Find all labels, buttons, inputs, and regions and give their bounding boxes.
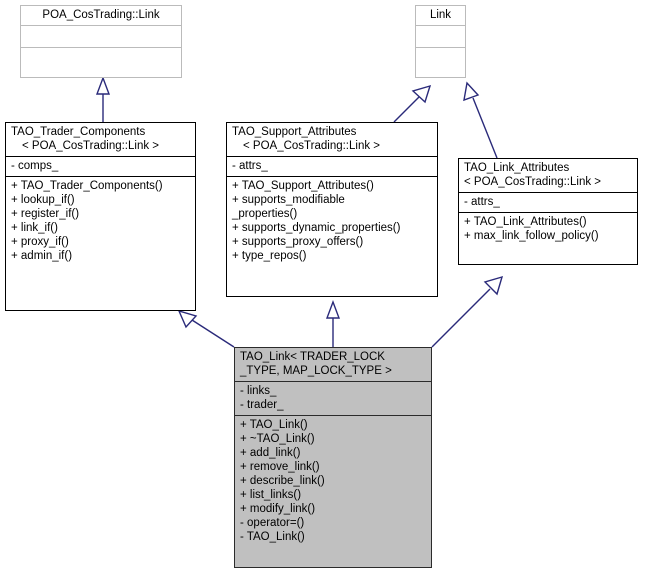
class-name-compartment: TAO_Trader_Components < POA_CosTrading::… [6,123,195,156]
operation-item: + modify_link() [240,503,316,515]
attribute-item: - attrs_ [464,196,500,208]
class-node-tao-trader-components[interactable]: TAO_Trader_Components < POA_CosTrading::… [5,122,196,311]
attributes-compartment: - attrs_ [227,156,437,176]
class-name: TAO_Trader_Components [11,126,146,138]
edge-tao-link-to-link-attributes [431,275,504,348]
operations-compartment [416,47,465,69]
class-name-compartment: TAO_Support_Attributes < POA_CosTrading:… [227,123,437,156]
attribute-item: - comps_ [11,160,59,172]
class-node-tao-link[interactable]: TAO_Link< TRADER_LOCK _TYPE, MAP_LOCK_TY… [234,347,432,568]
operation-item: + TAO_Link() [240,419,308,431]
attributes-compartment: - comps_ [6,156,195,176]
edge-tao-link-to-trader-components [177,309,235,348]
class-node-tao-support-attributes[interactable]: TAO_Support_Attributes < POA_CosTrading:… [226,122,438,297]
class-name-compartment: TAO_Link_Attributes < POA_CosTrading::Li… [459,159,637,192]
attributes-compartment [416,25,465,47]
attribute-item: - attrs_ [232,160,268,172]
class-template-params: < POA_CosTrading::Link > [464,176,602,188]
edge-trader-components-to-poa [95,76,111,122]
operations-compartment: + TAO_Link() + ~TAO_Link() + add_link() … [235,415,431,547]
operations-compartment [21,47,181,69]
operation-item: _properties() [232,208,298,220]
class-node-poa-costrading-link[interactable]: POA_CosTrading::Link [20,5,182,78]
class-name: TAO_Link< TRADER_LOCK [240,351,385,363]
operation-item: - operator=() [240,517,305,529]
operation-item: + add_link() [240,447,301,459]
operation-item: + admin_if() [11,250,73,262]
operation-item: + TAO_Link_Attributes() [464,216,587,228]
operation-item: + type_repos() [232,250,307,262]
class-node-tao-link-attributes[interactable]: TAO_Link_Attributes < POA_CosTrading::Li… [458,158,638,265]
operation-item: + lookup_if() [11,194,75,206]
operations-compartment: + TAO_Support_Attributes() + supports_mo… [227,176,437,266]
operation-item: + remove_link() [240,461,320,473]
class-name: TAO_Link_Attributes [464,162,570,174]
operations-compartment: + TAO_Link_Attributes() + max_link_follo… [459,212,637,246]
class-name-compartment: TAO_Link< TRADER_LOCK _TYPE, MAP_LOCK_TY… [235,348,431,381]
operation-item: + list_links() [240,489,302,501]
attributes-compartment: - attrs_ [459,192,637,212]
operation-item: + describe_link() [240,475,325,487]
operation-item: + TAO_Trader_Components() [11,180,163,192]
edge-support-attributes-to-link [393,84,432,123]
class-template-params: _TYPE, MAP_LOCK_TYPE > [240,365,392,377]
attribute-item: - trader_ [240,399,284,411]
class-template-params: < POA_CosTrading::Link > [22,140,160,152]
operations-compartment: + TAO_Trader_Components() + lookup_if() … [6,176,195,266]
class-template-params: < POA_CosTrading::Link > [243,140,381,152]
operation-item: - TAO_Link() [240,531,305,543]
class-name-compartment: POA_CosTrading::Link [21,6,181,25]
operation-item: + supports_modifiable [232,194,345,206]
attribute-item: - links_ [240,385,277,397]
edge-link-attributes-to-link [463,81,498,159]
class-node-link[interactable]: Link [415,5,466,78]
operation-item: + supports_dynamic_properties() [232,222,401,234]
class-name: TAO_Support_Attributes [232,126,357,138]
class-name-compartment: Link [416,6,465,25]
operation-item: + register_if() [11,208,80,220]
operation-item: + max_link_follow_policy() [464,230,599,242]
class-name: POA_CosTrading::Link [42,9,160,21]
operation-item: + proxy_if() [11,236,69,248]
operation-item: + supports_proxy_offers() [232,236,364,248]
operation-item: + ~TAO_Link() [240,433,315,445]
edge-tao-link-to-support-attributes [325,300,341,347]
attributes-compartment: - links_ - trader_ [235,381,431,415]
operation-item: + TAO_Support_Attributes() [232,180,374,192]
operation-item: + link_if() [11,222,58,234]
class-name: Link [429,9,452,21]
attributes-compartment [21,25,181,47]
